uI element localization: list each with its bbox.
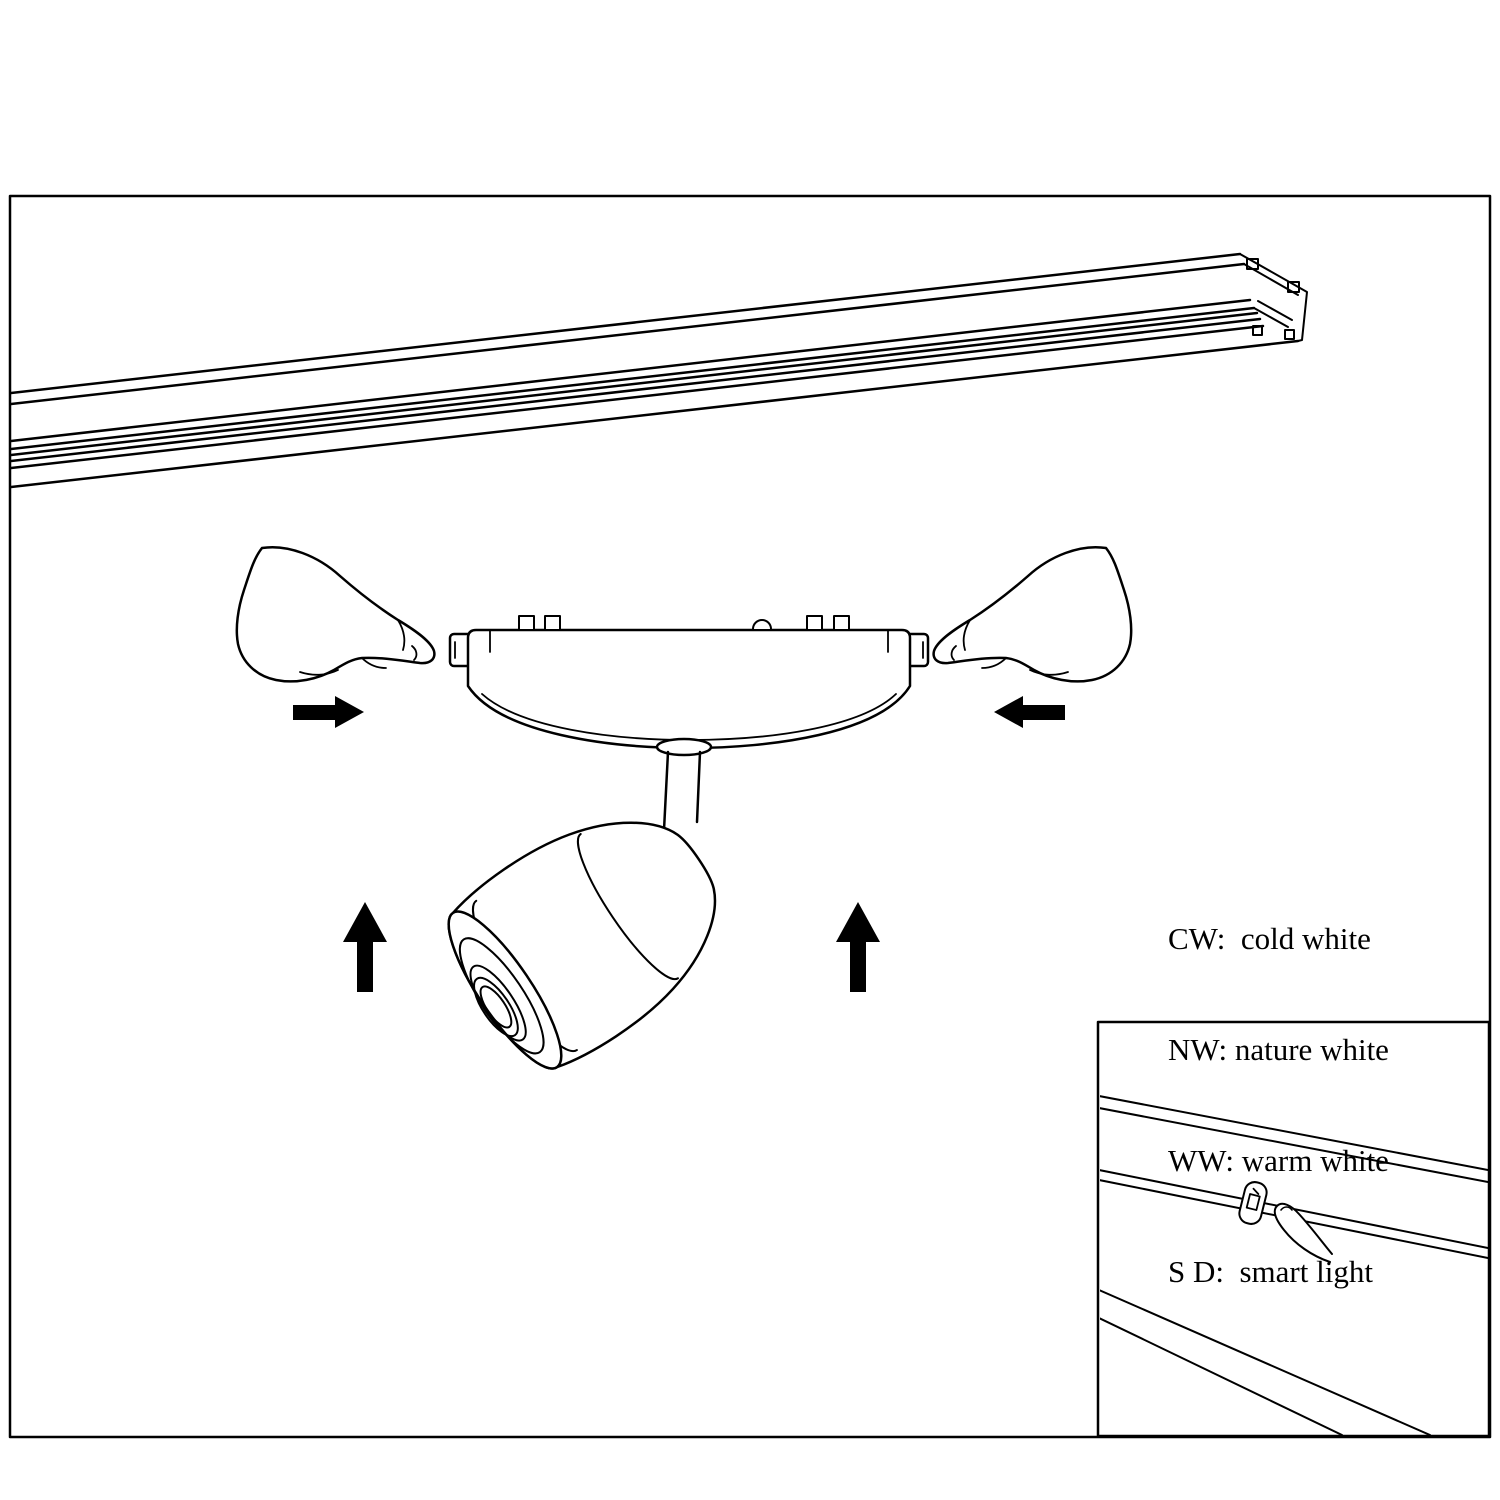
spotlight-stem <box>655 737 713 832</box>
inset-track-closeup <box>1100 1095 1488 1435</box>
track-adapter <box>448 615 930 750</box>
legend-line-cw: CW: cold white <box>1168 921 1371 956</box>
legend-line-sd: S D: smart light <box>1168 1254 1373 1289</box>
spotlight-lens-ring-mid <box>469 964 527 1042</box>
adapter-top-clips <box>518 615 850 631</box>
track-rail-end-cap <box>1239 253 1308 342</box>
legend-line-nw: NW: nature white <box>1168 1032 1389 1067</box>
left-hand <box>235 546 436 683</box>
legend-line-ww: WW: warm white <box>1168 1143 1389 1178</box>
adapter-body <box>466 628 912 750</box>
spotlight-lens-core <box>479 985 513 1029</box>
inset-switch <box>1238 1181 1268 1225</box>
track-rail <box>11 252 1308 489</box>
adapter-dome <box>752 619 772 630</box>
spotlight-lens-ring-inner <box>473 976 519 1038</box>
press-arrow-left <box>293 696 364 728</box>
press-arrow-right <box>994 696 1065 728</box>
color-code-legend: CW: cold white NW: nature white WW: warm… <box>1168 846 1389 1364</box>
inset-finger <box>1273 1202 1333 1263</box>
up-arrow-right <box>836 902 880 992</box>
right-hand <box>932 546 1133 683</box>
up-arrow-left <box>343 902 387 992</box>
spotlight-head <box>447 821 717 1070</box>
inset-detail-box <box>1096 1020 1489 1436</box>
